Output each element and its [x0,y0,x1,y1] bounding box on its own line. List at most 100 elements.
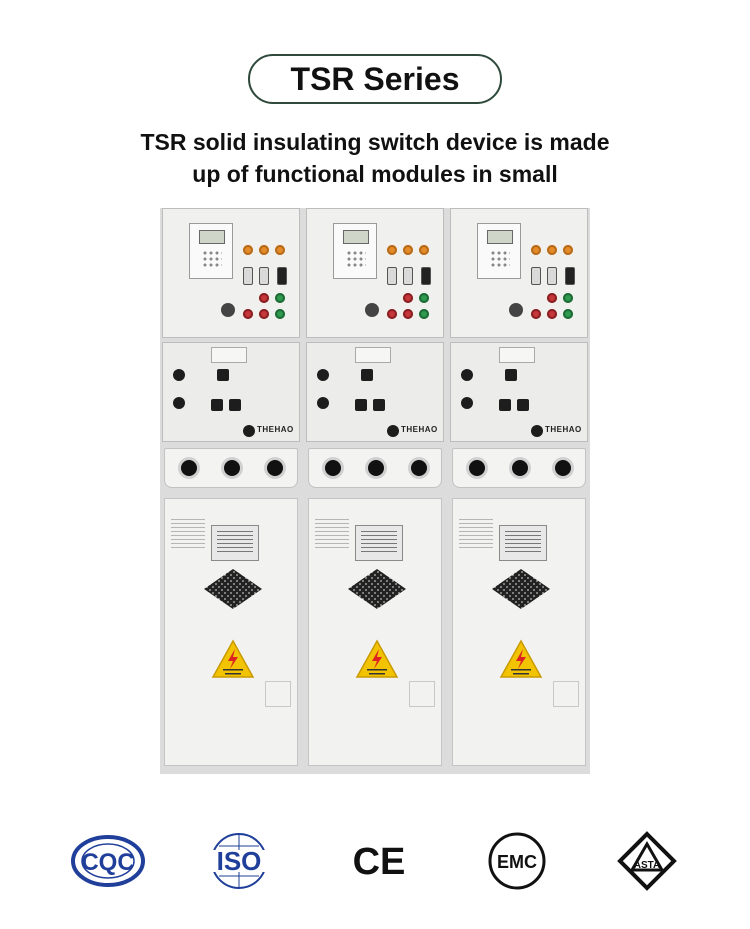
switchgear-panel-3: THEHAO [450,208,588,774]
switchgear-panel-2: THEHAO [306,208,444,774]
high-voltage-warning-icon [355,639,399,678]
cable-socket [181,460,197,476]
indicator-lamp [531,245,541,255]
control-compartment [450,208,588,338]
operating-hole [317,397,329,409]
position-indicator [499,399,511,411]
indicator-lamp [275,245,285,255]
operating-hole [317,369,329,381]
nameplate [355,525,403,561]
product-description: TSR solid insulating switch device is ma… [0,126,750,190]
indicator-lamp [259,245,269,255]
series-title: TSR Series [290,60,460,97]
cable-socket-bar [308,448,442,488]
cable-socket-bar [164,448,298,488]
toggle-switch [565,267,575,285]
position-indicator [355,399,367,411]
ventilation-grille [492,569,550,609]
indicator-lamp [403,245,413,255]
indicator-lamp [259,309,269,319]
svg-text:EMC: EMC [497,852,537,872]
indicator-lamp [563,309,573,319]
indicator-lamp [275,309,285,319]
toggle-switch [277,267,287,285]
mechanism-compartment: THEHAO [306,342,444,442]
high-voltage-warning-icon [211,639,255,678]
cable-socket [411,460,427,476]
brand-label: THEHAO [401,425,438,434]
toggle-switch [531,267,541,285]
nameplate [211,525,259,561]
cable-compartment-door [164,498,298,766]
series-title-badge: TSR Series [248,54,502,104]
svg-text:CE: CE [353,841,406,883]
cable-socket [469,460,485,476]
indicator-lamp [419,309,429,319]
indicator-lamp [563,293,573,303]
indicator-lamp [563,245,573,255]
mimic-diagram [355,347,391,363]
selector-knob [509,303,523,317]
indicator-lamp [387,309,397,319]
switchgear-panel-1: THEHAO [162,208,300,774]
operating-hole [531,425,543,437]
iso-certification-logo: ISO [209,833,269,889]
indicator-lamp [403,309,413,319]
svg-text:ISO: ISO [217,846,262,876]
indicator-lamp [243,309,253,319]
toggle-switch [259,267,269,285]
indicator-lamp [547,293,557,303]
protection-relay [189,223,233,279]
instruction-label [315,519,349,549]
cable-socket [368,460,384,476]
operating-hole [243,425,255,437]
certification-logos: CQC ISO CE EMC ASTA [0,830,750,900]
toggle-switch [403,267,413,285]
indicator-lamp [243,245,253,255]
door-handle [553,681,579,707]
indicator-lamp [387,245,397,255]
door-handle [265,681,291,707]
protection-relay [477,223,521,279]
toggle-switch [421,267,431,285]
indicator-lamp [419,245,429,255]
switchgear-photo: THEHAO [160,208,590,774]
toggle-switch [547,267,557,285]
position-indicator [373,399,385,411]
operating-hole [461,397,473,409]
cable-compartment-door [452,498,586,766]
operating-hole [387,425,399,437]
toggle-switch [387,267,397,285]
instruction-label [171,519,205,549]
door-handle [409,681,435,707]
position-indicator [517,399,529,411]
operating-hole [173,369,185,381]
indicator-lamp [531,309,541,319]
cable-socket [325,460,341,476]
high-voltage-warning-icon [499,639,543,678]
ventilation-grille [204,569,262,609]
cable-socket [512,460,528,476]
control-compartment [162,208,300,338]
operating-hole [461,369,473,381]
mechanism-compartment: THEHAO [450,342,588,442]
ventilation-grille [348,569,406,609]
emc-certification-logo: EMC [488,832,546,890]
toggle-switch [243,267,253,285]
mechanism-compartment: THEHAO [162,342,300,442]
indicator-lamp [547,245,557,255]
description-line-1: TSR solid insulating switch device is ma… [140,129,610,155]
indicator-lamp [419,293,429,303]
cable-socket [555,460,571,476]
position-indicator [505,369,517,381]
indicator-lamp [547,309,557,319]
brand-label: THEHAO [257,425,294,434]
position-indicator [229,399,241,411]
brand-label: THEHAO [545,425,582,434]
indicator-lamp [259,293,269,303]
control-compartment [306,208,444,338]
position-indicator [211,399,223,411]
operating-hole [173,397,185,409]
mimic-diagram [211,347,247,363]
selector-knob [221,303,235,317]
